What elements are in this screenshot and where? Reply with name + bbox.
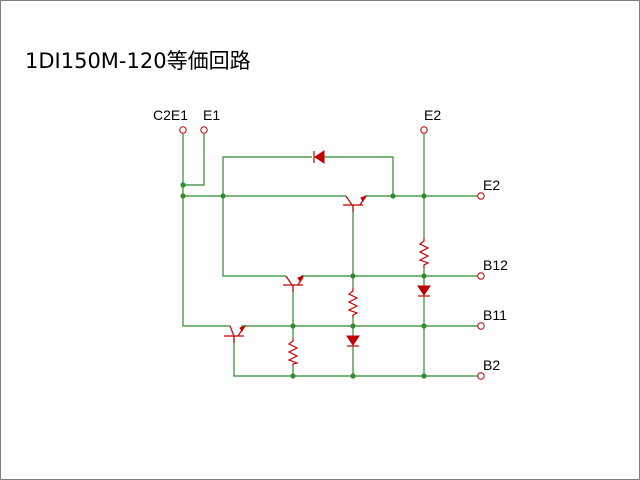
transistor-middle (283, 274, 305, 292)
transistor-bottom (224, 324, 247, 343)
resistor-middle (347, 288, 359, 318)
terminal-label-e2-top: E2 (424, 107, 441, 123)
terminal-label-b12: B12 (483, 257, 508, 273)
diode-e2 (417, 285, 431, 297)
terminal-label-c2e1: C2E1 (153, 107, 188, 123)
resistor-bottom (287, 338, 300, 366)
junction-dots (180, 182, 427, 379)
diode-top (313, 150, 325, 164)
terminal-label-b2: B2 (483, 357, 500, 373)
terminal-label-e1: E1 (203, 107, 220, 123)
transistor-top (343, 194, 368, 212)
terminal-label-b11: B11 (483, 307, 507, 323)
terminal-circles (179, 126, 485, 380)
wiring (182, 134, 479, 377)
terminal-label-e2-right: E2 (483, 177, 500, 193)
diode-middle (346, 335, 360, 347)
resistor-e2 (418, 238, 430, 268)
page-title: 1DI150M-120等価回路 (25, 49, 251, 73)
